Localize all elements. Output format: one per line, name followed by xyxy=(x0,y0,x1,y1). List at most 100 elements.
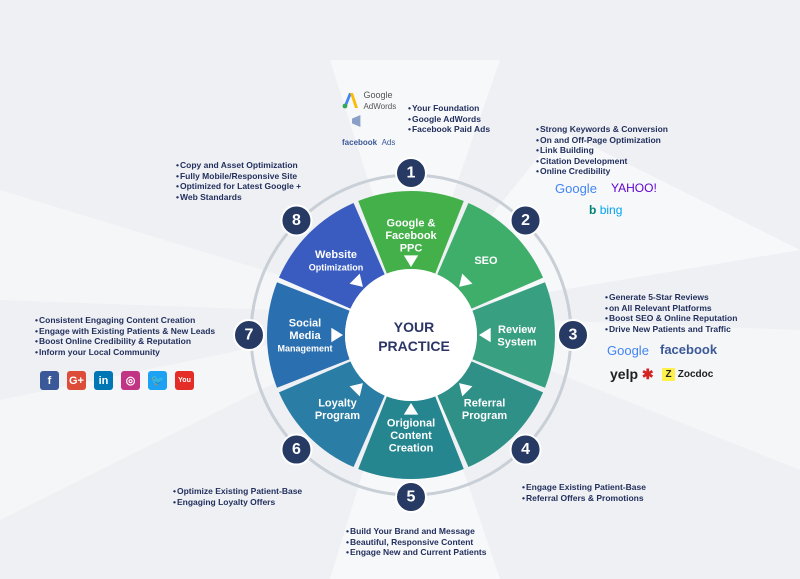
step-circle-8 xyxy=(280,204,313,237)
arrow-website xyxy=(349,273,363,287)
step-circle-2 xyxy=(509,204,542,237)
note-item: Beautiful, Responsive Content xyxy=(346,537,486,548)
note-foundation: Your FoundationGoogle AdWordsFacebook Pa… xyxy=(408,103,490,135)
note-website: Copy and Asset OptimizationFully Mobile/… xyxy=(176,160,301,202)
step-circle-5 xyxy=(395,481,427,513)
step-number-7: 7 xyxy=(245,327,254,344)
segment-content xyxy=(358,396,464,480)
bing-icon: b xyxy=(589,203,597,217)
center-line1: YOUR xyxy=(394,319,434,335)
yelp-burst-icon: ✱ xyxy=(641,366,654,382)
yelp-logo: yelp ✱ xyxy=(610,366,654,383)
segment-label-ppc: Google & xyxy=(387,218,436,230)
note-item: Copy and Asset Optimization xyxy=(176,160,301,171)
google-logo-reviews: Google xyxy=(607,343,649,358)
segment-label-social: Media xyxy=(289,330,321,342)
note-item: Optimize Existing Patient-Base xyxy=(173,486,302,497)
note-loyalty: Optimize Existing Patient-BaseEngaging L… xyxy=(173,486,302,507)
note-item: Boost SEO & Online Reputation xyxy=(605,313,737,324)
note-item: on All Relevant Platforms xyxy=(605,303,737,314)
note-item: Link Building xyxy=(536,145,668,156)
step-circle-3 xyxy=(557,319,589,351)
step-number-5: 5 xyxy=(407,489,416,506)
segment-label-content: Content xyxy=(390,430,432,442)
segment-social xyxy=(267,282,350,388)
facebook-ads-brand: facebook xyxy=(342,138,378,147)
note-content: Build Your Brand and MessageBeautiful, R… xyxy=(346,526,487,558)
facebook-icon[interactable]: f xyxy=(40,371,59,390)
note-item: Build Your Brand and Message xyxy=(346,526,486,537)
yelp-label: yelp xyxy=(610,366,639,382)
arrow-referral xyxy=(459,383,473,397)
bing-label: bing xyxy=(599,203,623,217)
arrow-content xyxy=(403,403,419,415)
step-number-6: 6 xyxy=(292,441,301,458)
adwords-brand: Google xyxy=(363,90,393,100)
note-item: Referral Offers & Promotions xyxy=(522,493,646,504)
note-item: Facebook Paid Ads xyxy=(408,124,490,135)
note-item: Engage New and Current Patients xyxy=(346,547,487,558)
segment-label-ppc: PPC xyxy=(400,243,423,255)
note-item: Web Standards xyxy=(176,192,301,203)
note-item: Optimized for Latest Google + xyxy=(176,181,301,192)
segment-label-referral: Program xyxy=(462,410,507,422)
note-item: Google AdWords xyxy=(408,114,490,125)
facebook-ads-logo: facebook Ads xyxy=(342,114,395,150)
note-item: Strong Keywords & Conversion xyxy=(536,124,668,135)
yahoo-logo: YAHOO! xyxy=(611,181,657,195)
segment-label-loyalty: Program xyxy=(315,410,360,422)
note-social: Consistent Engaging Content CreationEnga… xyxy=(35,315,215,357)
segment-label-content: Creation xyxy=(389,443,434,455)
adwords-icon xyxy=(342,93,358,109)
youtube-icon[interactable]: You xyxy=(175,371,194,390)
twitter-icon[interactable]: 🐦 xyxy=(148,371,167,390)
google-adwords-logo: Google AdWords xyxy=(341,89,396,111)
segment-label-review: System xyxy=(497,336,536,348)
adwords-product: AdWords xyxy=(363,102,397,111)
segment-label-referral: Referral xyxy=(464,397,506,409)
segment-review xyxy=(472,282,555,388)
step-circle-1 xyxy=(395,157,427,189)
note-item: Fully Mobile/Responsive Site xyxy=(176,171,301,182)
instagram-icon[interactable]: ◎ xyxy=(121,371,140,390)
step-circle-6 xyxy=(280,433,313,466)
facebook-ads-product: Ads xyxy=(381,138,396,147)
segment-label-social: Social xyxy=(289,318,321,330)
note-item: Generate 5-Star Reviews xyxy=(605,292,737,303)
step-number-3: 3 xyxy=(569,327,578,344)
note-item: Engage Existing Patient-Base xyxy=(522,482,646,493)
note-item: Inform your Local Community xyxy=(35,347,215,358)
segment-label-ppc: Facebook xyxy=(385,230,437,242)
note-item: Boost Online Credibility & Reputation xyxy=(35,336,215,347)
step-circle-4 xyxy=(509,433,542,466)
segment-ppc xyxy=(358,190,464,274)
step-circle-7 xyxy=(233,319,265,351)
facebook-logo: facebook xyxy=(660,342,718,357)
center-circle xyxy=(345,269,477,401)
note-item: On and Off-Page Optimization xyxy=(536,135,668,146)
segment-label-review: Review xyxy=(498,324,536,336)
segment-label-loyalty: Loyalty xyxy=(318,397,357,409)
zocdoc-logo: Z Zocdoc xyxy=(662,368,713,381)
bing-logo: b bing xyxy=(589,203,622,217)
linkedin-icon[interactable]: in xyxy=(94,371,113,390)
segment-label-social: Management xyxy=(277,344,332,354)
segment-label-website: Optimization xyxy=(309,262,364,272)
segment-label-seo: SEO xyxy=(474,255,498,267)
arrow-ppc xyxy=(403,255,419,267)
note-item: Your Foundation xyxy=(408,103,490,114)
arrow-seo xyxy=(459,273,473,287)
google-logo: Google xyxy=(555,181,597,196)
step-number-4: 4 xyxy=(521,441,530,458)
center-line2: PRACTICE xyxy=(378,338,450,354)
note-item: Citation Development xyxy=(536,156,668,167)
note-item: Drive New Patients and Traffic xyxy=(605,324,737,335)
arrow-loyalty xyxy=(349,383,363,397)
note-reviews: Generate 5-Star Reviewson All Relevant P… xyxy=(605,292,737,334)
note-referral: Engage Existing Patient-BaseReferral Off… xyxy=(522,482,646,503)
arrow-social xyxy=(331,327,343,343)
note-item: Engage with Existing Patients & New Lead… xyxy=(35,326,215,337)
google-plus-icon[interactable]: G+ xyxy=(67,371,86,390)
note-item: Online Credibility xyxy=(536,166,668,177)
